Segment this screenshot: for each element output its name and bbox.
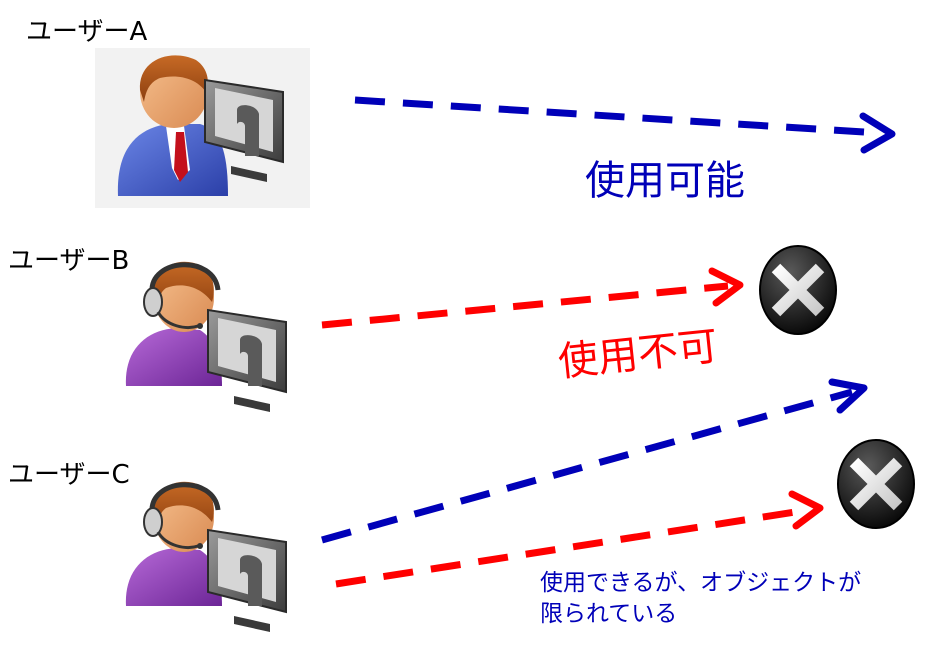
user-a-avatar bbox=[95, 48, 310, 208]
arrow-c-denied bbox=[335, 490, 824, 588]
arrow-b-denied bbox=[321, 267, 744, 329]
user-c-avatar bbox=[125, 481, 287, 633]
user-c-label: ユーザーC bbox=[8, 460, 130, 490]
caption-limited: 使用できるが、オブジェクトが 限られている bbox=[540, 568, 861, 630]
x-circle-icon bbox=[759, 245, 837, 335]
caption-available: 使用可能 bbox=[585, 158, 745, 204]
user-b-label: ユーザーB bbox=[8, 246, 130, 276]
arrow-c-available bbox=[321, 378, 868, 544]
caption-limited-line1: 使用できるが、オブジェクトが bbox=[540, 570, 862, 596]
x-circle-icon bbox=[837, 439, 915, 529]
user-a-label: ユーザーA bbox=[26, 17, 148, 47]
user-b-avatar bbox=[125, 261, 287, 413]
caption-limited-line2: 限られている bbox=[540, 601, 678, 627]
arrow-a-available bbox=[354, 96, 896, 154]
